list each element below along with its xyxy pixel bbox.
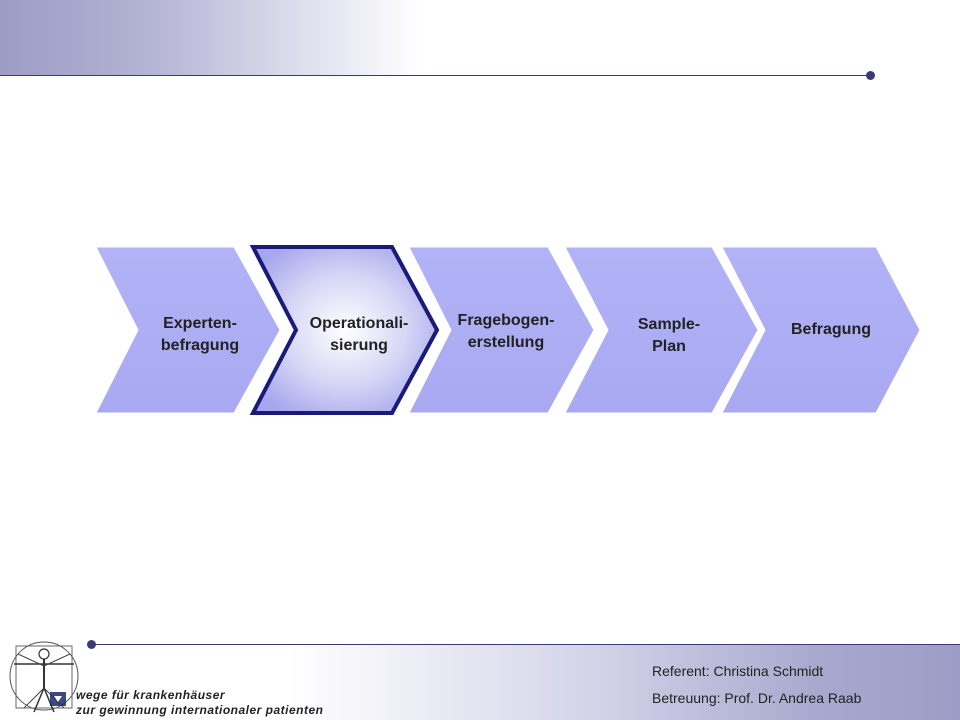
step-label-sample: Sample- Plan	[637, 316, 701, 355]
step-chevron-operationalisierung	[249, 245, 440, 415]
step-label-operationalisierung: Operationali- sierung	[309, 315, 409, 354]
step-chevron-fragebogen	[408, 246, 595, 414]
step-label-fragebogen: Fragebogen- erstellung	[457, 312, 555, 351]
step-chevron-sample	[564, 246, 759, 414]
logo-tagline-2: zur gewinnung internationaler patienten	[76, 703, 324, 717]
footer-rule-dot	[87, 640, 96, 649]
header-rule	[0, 75, 870, 76]
footer-betreuung: Betreuung: Prof. Dr. Andrea Raab	[652, 690, 862, 706]
logo-tagline-1: wege für krankenhäuser	[76, 688, 226, 702]
vitruvian-man-logo	[9, 641, 79, 713]
footer-gradient	[0, 645, 960, 720]
step-chevron-experten	[95, 246, 281, 414]
step-label-befragung: Befragung	[791, 321, 871, 338]
step-label-experten: Experten- befragung	[160, 315, 240, 354]
header-gradient	[0, 0, 420, 76]
footer-rule	[90, 644, 960, 645]
step-chevron-befragung	[721, 246, 921, 414]
footer-referent: Referent: Christina Schmidt	[652, 663, 824, 679]
header-rule-dot	[866, 71, 875, 80]
